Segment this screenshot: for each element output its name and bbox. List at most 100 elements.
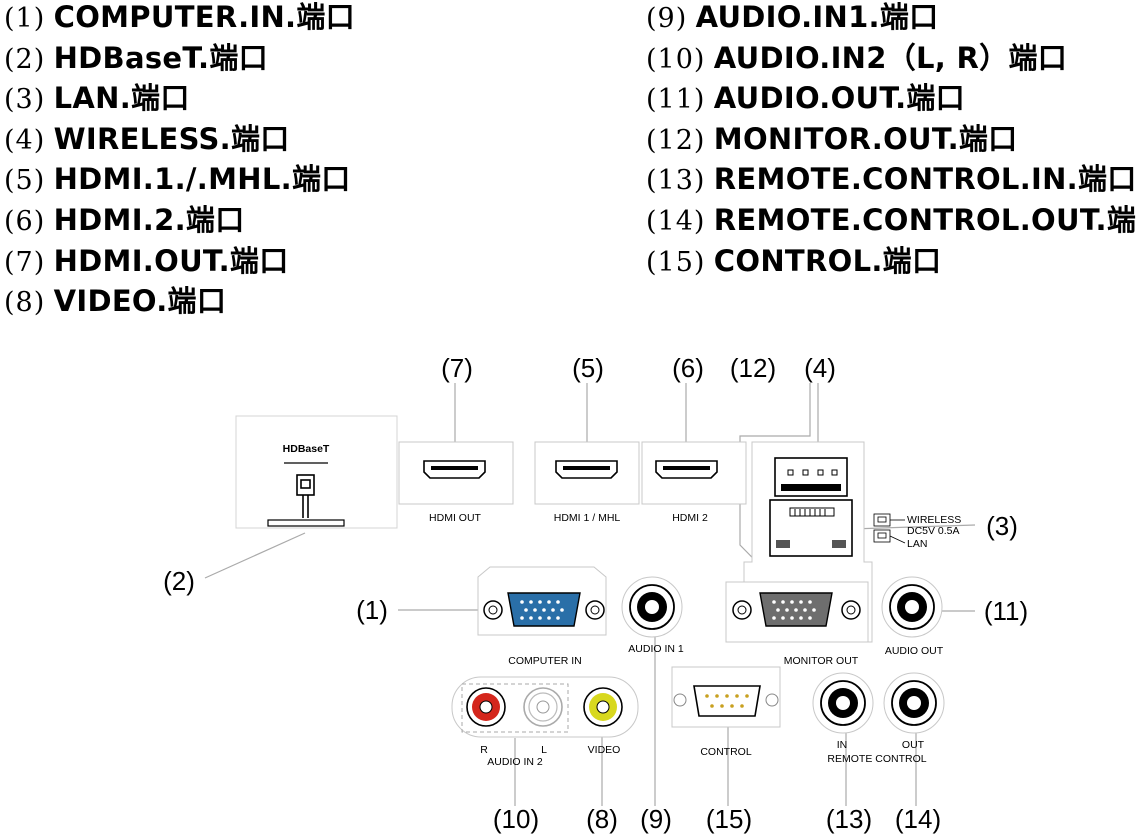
callout-14: (14)	[895, 804, 941, 834]
port-list-label: HDMI.1./.MHL.端口	[53, 162, 351, 197]
hdmi-out-port[interactable]: HDMI OUT	[398, 441, 514, 524]
computer-in-label: COMPUTER IN	[508, 655, 582, 667]
callout-4: (4)	[804, 353, 836, 383]
port-list-label: HDMI.2.端口	[53, 202, 245, 237]
port-list-label: MONITOR.OUT.端口	[713, 121, 1018, 156]
port-list-item: (6) HDMI.2.端口	[4, 200, 355, 241]
port-list-item: (15) CONTROL.端口	[646, 241, 1137, 282]
port-list-number: (4)	[4, 124, 46, 156]
port-list-number: (7)	[4, 246, 46, 278]
out-label: OUT	[902, 739, 925, 751]
audio-in1-port[interactable]: AUDIO IN 1	[621, 576, 684, 655]
port-list-label: CONTROL.端口	[713, 243, 942, 278]
monitor-out-label: MONITOR OUT	[784, 655, 859, 667]
callout-15: (15)	[706, 804, 752, 834]
port-list-label: AUDIO.IN2（L, R）端口	[713, 40, 1068, 75]
callout-13: (13)	[826, 804, 872, 834]
port-list-item: (13) REMOTE.CONTROL.IN.端口	[646, 159, 1137, 200]
port-list-item: (1) COMPUTER.IN.端口	[4, 0, 355, 38]
dc5v-label: DC5V 0.5A	[907, 525, 960, 537]
computer-in-port[interactable]: COMPUTER IN	[477, 566, 607, 667]
remote-control-out-port[interactable]: OUT	[883, 672, 945, 751]
port-list-label: AUDIO.OUT.端口	[713, 81, 965, 116]
hdbaset-port[interactable]: HDBaseT	[235, 415, 398, 529]
port-list-label: LAN.端口	[53, 81, 190, 116]
hdmi2-port[interactable]: HDMI 2	[641, 441, 747, 524]
port-list-number: (9)	[646, 3, 688, 34]
port-list-item: (10) AUDIO.IN2（L, R）端口	[646, 38, 1137, 79]
port-list-label: HDMI.OUT.端口	[53, 243, 289, 278]
port-list-item: (4) WIRELESS.端口	[4, 119, 355, 160]
port-list-label: REMOTE.CONTROL.OUT.端口	[713, 202, 1137, 237]
audio-in2-l-port[interactable]	[523, 687, 563, 727]
port-list-number: (11)	[646, 84, 706, 116]
port-list-number: (13)	[646, 165, 706, 197]
port-list-label: REMOTE.CONTROL.IN.端口	[713, 162, 1137, 197]
callout-2: (2)	[163, 566, 195, 596]
port-list-number: (14)	[646, 205, 706, 237]
port-list-number: (6)	[4, 205, 46, 237]
port-list-left: (1) COMPUTER.IN.端口(2) HDBaseT.端口(3) LAN.…	[4, 0, 355, 322]
port-list-item: (12) MONITOR.OUT.端口	[646, 119, 1137, 160]
port-list-item: (9) AUDIO.IN1.端口	[646, 0, 1137, 38]
port-list-number: (1)	[4, 3, 46, 34]
rj45-icon	[296, 474, 315, 518]
video-port[interactable]	[583, 687, 623, 727]
audio-out-label: AUDIO OUT	[885, 645, 944, 657]
monitor-out-port[interactable]: MONITOR OUT	[725, 581, 869, 667]
audio-in2-label: AUDIO IN 2	[487, 756, 543, 768]
port-list-item: (7) HDMI.OUT.端口	[4, 241, 355, 282]
port-list-label: COMPUTER.IN.端口	[53, 0, 355, 34]
port-list-item: (2) HDBaseT.端口	[4, 38, 355, 79]
port-list-item: (8) VIDEO.端口	[4, 281, 355, 322]
callout-11: (11)	[984, 596, 1028, 626]
port-list-item: (14) REMOTE.CONTROL.OUT.端口	[646, 200, 1137, 241]
hdmi1-mhl-port[interactable]: HDMI 1 / MHL	[534, 441, 640, 524]
callout-6: (6)	[672, 353, 704, 383]
audio-out-port[interactable]: AUDIO OUT	[881, 576, 944, 657]
port-list-label: HDBaseT.端口	[53, 40, 268, 75]
port-list-item: (5) HDMI.1./.MHL.端口	[4, 159, 355, 200]
callout-8: (8)	[586, 804, 618, 834]
l-label: L	[541, 744, 547, 756]
callout-numbers: (7) (5) (6) (12) (4) (3) (2) (1) (11) (1…	[163, 353, 1028, 834]
hdmi-out-label: HDMI OUT	[429, 512, 481, 524]
port-list-label: VIDEO.端口	[53, 284, 227, 319]
lan-port[interactable]	[769, 499, 853, 557]
lan-label: LAN	[907, 538, 927, 550]
callout-3: (3)	[986, 511, 1018, 541]
audio-in2-r-port[interactable]	[466, 687, 506, 727]
wireless-port[interactable]	[774, 457, 848, 497]
r-label: R	[480, 744, 488, 756]
control-port[interactable]: CONTROL	[671, 666, 781, 758]
callout-1: (1)	[356, 595, 388, 625]
port-list-number: (12)	[646, 124, 706, 156]
control-label: CONTROL	[700, 746, 751, 758]
callout-12: (12)	[730, 353, 776, 383]
port-list-number: (15)	[646, 246, 706, 278]
callout-9: (9)	[640, 804, 672, 834]
port-list-number: (2)	[4, 43, 46, 75]
port-list-number: (5)	[4, 165, 46, 197]
port-list-item: (3) LAN.端口	[4, 78, 355, 119]
audio-in1-label: AUDIO IN 1	[628, 643, 684, 655]
port-list-number: (8)	[4, 287, 46, 319]
remote-control-in-port[interactable]: IN	[812, 672, 874, 751]
port-list-label: AUDIO.IN1.端口	[695, 0, 939, 34]
hdbaset-label: HDBaseT	[283, 443, 330, 455]
port-list-label: WIRELESS.端口	[53, 121, 290, 156]
port-list-number: (10)	[646, 43, 706, 75]
callout-5: (5)	[572, 353, 604, 383]
port-list-number: (3)	[4, 84, 46, 116]
wireless-label: WIRELESS	[907, 514, 961, 526]
hdmi1-mhl-label: HDMI 1 / MHL	[554, 512, 621, 524]
port-list-item: (11) AUDIO.OUT.端口	[646, 78, 1137, 119]
remote-control-label: REMOTE CONTROL	[827, 753, 926, 765]
wireless-lan-legend: WIRELESS DC5V 0.5A LAN	[873, 513, 961, 550]
video-label: VIDEO	[588, 744, 621, 756]
in-label: IN	[837, 739, 848, 751]
port-list-right: (9) AUDIO.IN1.端口(10) AUDIO.IN2（L, R）端口(1…	[646, 0, 1137, 281]
hdmi2-label: HDMI 2	[672, 512, 708, 524]
callout-10: (10)	[493, 804, 539, 834]
